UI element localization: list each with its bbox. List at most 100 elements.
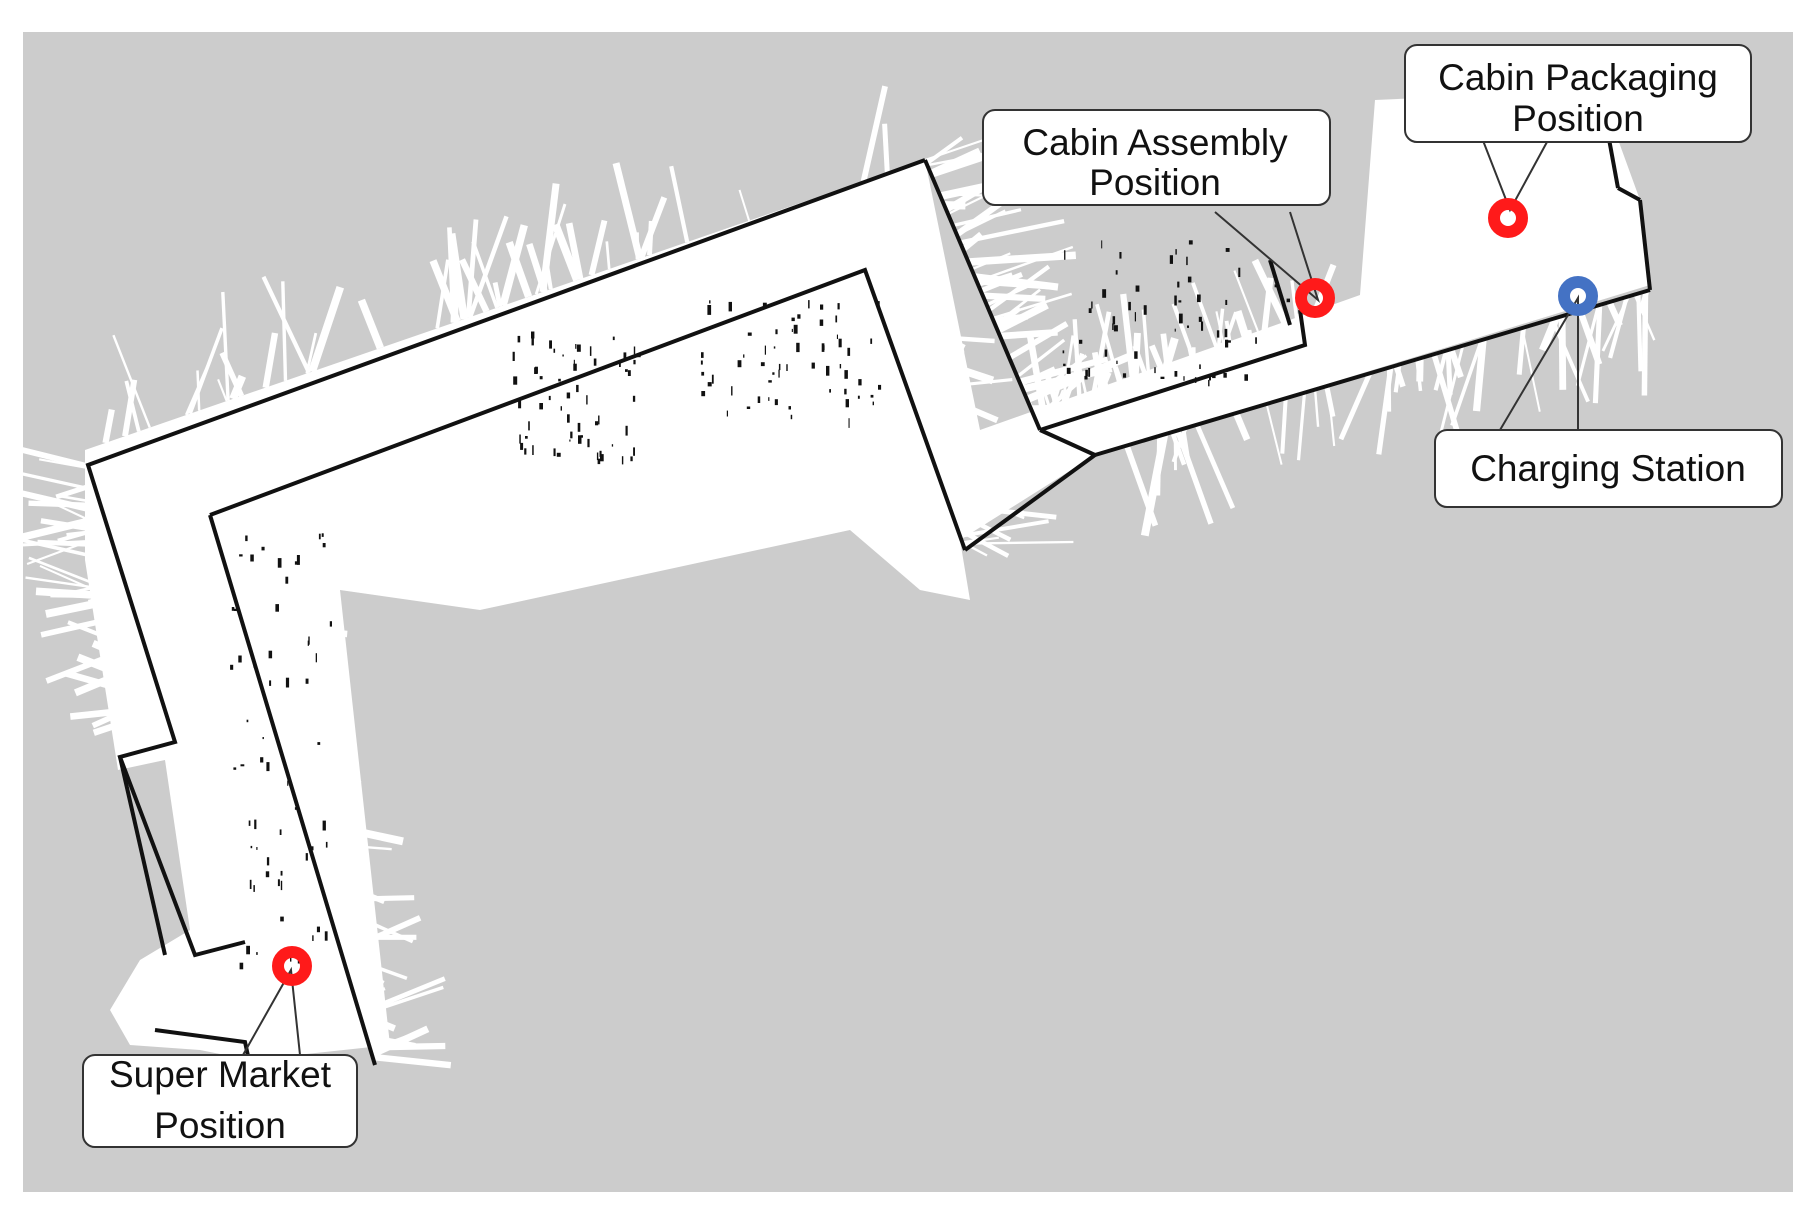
scan-speck [1223,373,1227,378]
scan-speck [1085,369,1088,377]
scan-speck [821,343,825,352]
scan-speck [261,546,265,551]
scan-ray [1232,411,1251,441]
scan-speck [1186,256,1188,266]
scan-speck [701,352,704,358]
scan-speck [621,456,624,465]
scan-speck [820,304,824,310]
scan-speck [844,388,847,395]
scan-speck [549,340,552,349]
scan-speck [246,719,249,723]
scan-speck [318,533,321,540]
scan-ray [860,85,888,182]
callout-label-line-1: Cabin Packaging [1438,57,1718,98]
scan-ray [638,196,668,260]
scan-ray [221,291,230,401]
scan-speck [845,399,849,408]
scan-speck [553,448,556,457]
scan-ray [1433,350,1448,391]
scan-ray [1313,389,1320,427]
scan-speck [637,353,641,358]
scan-speck [239,962,244,970]
scan-ray [992,292,1073,320]
scan-speck [728,301,732,312]
scan-speck [791,317,795,322]
scan-speck [321,533,324,537]
scan-speck [310,846,314,851]
scan-speck [307,640,309,646]
scan-ray [993,313,1028,324]
scan-ray [217,379,228,402]
scan-ray [1445,349,1453,395]
scan-speck [701,391,706,397]
scan-ray [968,251,1077,266]
scan-speck [1212,374,1216,379]
scan-speck [576,344,581,352]
scan-ray [39,458,90,470]
scan-speck [778,369,780,378]
scan-speck [793,324,798,334]
scan-speck [253,885,255,892]
scan-speck [1187,325,1189,328]
scan-speck [279,829,282,835]
callout-label-line-2: Position [1512,98,1644,139]
scan-ray [1007,321,1069,361]
scan-speck [266,857,270,866]
scan-speck [1175,249,1177,255]
scan-speck [1154,367,1156,374]
scan-ray [450,268,460,323]
scan-speck [250,845,253,849]
callout-label-line-2: Position [154,1105,286,1146]
scan-speck [1084,375,1088,380]
scan-ray [467,215,509,318]
scan-ray [882,123,890,174]
scan-speck [1174,328,1176,332]
scan-speck [796,342,800,353]
scan-speck [573,363,577,371]
scan-speck [1201,321,1204,331]
scan-ray [112,334,151,429]
scan-speck [532,445,534,455]
callout-cabin-packaging: Cabin Packaging Position [1404,44,1752,143]
scan-ray [539,183,560,293]
scan-speck [619,362,621,367]
scan-speck [1188,240,1193,245]
scan-speck [775,329,778,335]
scan-ray [929,147,982,178]
scan-speck [757,396,761,403]
scan-ray [1592,304,1603,404]
scan-speck [598,415,600,425]
scan-ray [961,541,988,557]
scan-speck [316,926,320,933]
scan-speck [870,338,873,344]
scan-speck [701,371,705,376]
scan-speck [1160,376,1165,379]
scan-speck [633,359,636,365]
scan-speck [240,764,245,767]
scan-speck [1169,255,1173,264]
scan-speck [760,362,765,367]
scan-speck [612,336,615,341]
scan-ray [122,379,138,437]
scan-ray [1516,327,1526,375]
scan-speck [709,300,711,304]
scan-speck [539,376,543,380]
scan-ray [10,469,97,492]
scan-speck [535,366,538,373]
scan-speck [700,360,703,365]
scan-speck [772,372,775,375]
scan-speck [778,363,781,371]
scan-speck [1091,301,1093,309]
scan-speck [844,370,848,379]
scan-speck [239,554,243,557]
scan-speck [586,395,588,405]
scan-speck [872,401,874,406]
scan-ray [925,136,964,166]
scan-speck [269,680,272,686]
scan-speck [797,314,801,319]
scan-speck [829,389,831,393]
scan-speck [747,332,752,336]
scan-speck [1135,285,1140,292]
scan-ray [261,275,311,374]
scan-speck [597,458,601,465]
